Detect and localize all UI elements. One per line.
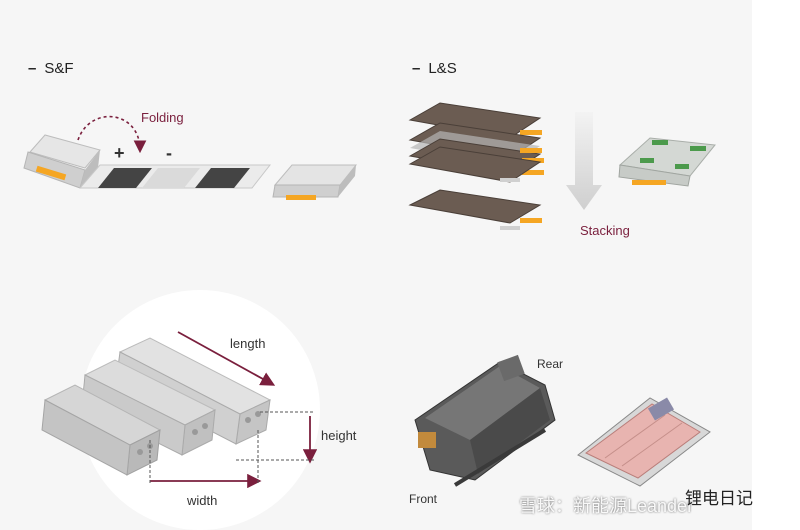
minus-sign: -: [166, 143, 172, 163]
anode-plate: [195, 168, 250, 188]
battery-pack-dark: [414, 354, 556, 487]
tab-orange-icon: [632, 180, 666, 185]
sf-dash: –: [28, 60, 37, 77]
connector-orange: [418, 432, 436, 448]
length-label: length: [230, 336, 266, 351]
folding-arrow: [77, 115, 147, 154]
ls-title-text: L&S: [428, 60, 457, 77]
ls-dash: –: [412, 60, 421, 77]
length-dimension: [177, 331, 276, 386]
rear-label: Rear: [537, 357, 564, 371]
ls-layer-stack: [408, 102, 544, 230]
stacking-arrow: [566, 112, 602, 210]
sf-single-cell: [272, 164, 358, 200]
separator: [142, 168, 200, 188]
height-label: height: [321, 428, 357, 443]
battery-module: [41, 337, 272, 476]
width-label: width: [187, 493, 218, 508]
plus-sign: +: [114, 143, 125, 163]
folding-label: Folding: [141, 110, 184, 125]
tab-orange-icon: [35, 165, 67, 181]
battery-pack-tray: [577, 397, 711, 487]
sf-electrode-strip: [78, 164, 272, 189]
sf-title-text: S&F: [44, 60, 74, 77]
front-label: Front: [409, 492, 438, 506]
watermark-left: 雪球：新能源Leander: [519, 496, 694, 516]
sf-folded-cell: [23, 134, 101, 189]
tab-orange-icon: [286, 195, 316, 200]
ls-stacked-cell: [618, 137, 716, 187]
ls-section-title: –L&S: [412, 60, 457, 77]
watermark-right: 锂电日记: [685, 489, 753, 508]
sf-section-title: –S&F: [28, 60, 74, 77]
stacking-label: Stacking: [580, 223, 630, 238]
cathode-plate: [98, 168, 152, 188]
